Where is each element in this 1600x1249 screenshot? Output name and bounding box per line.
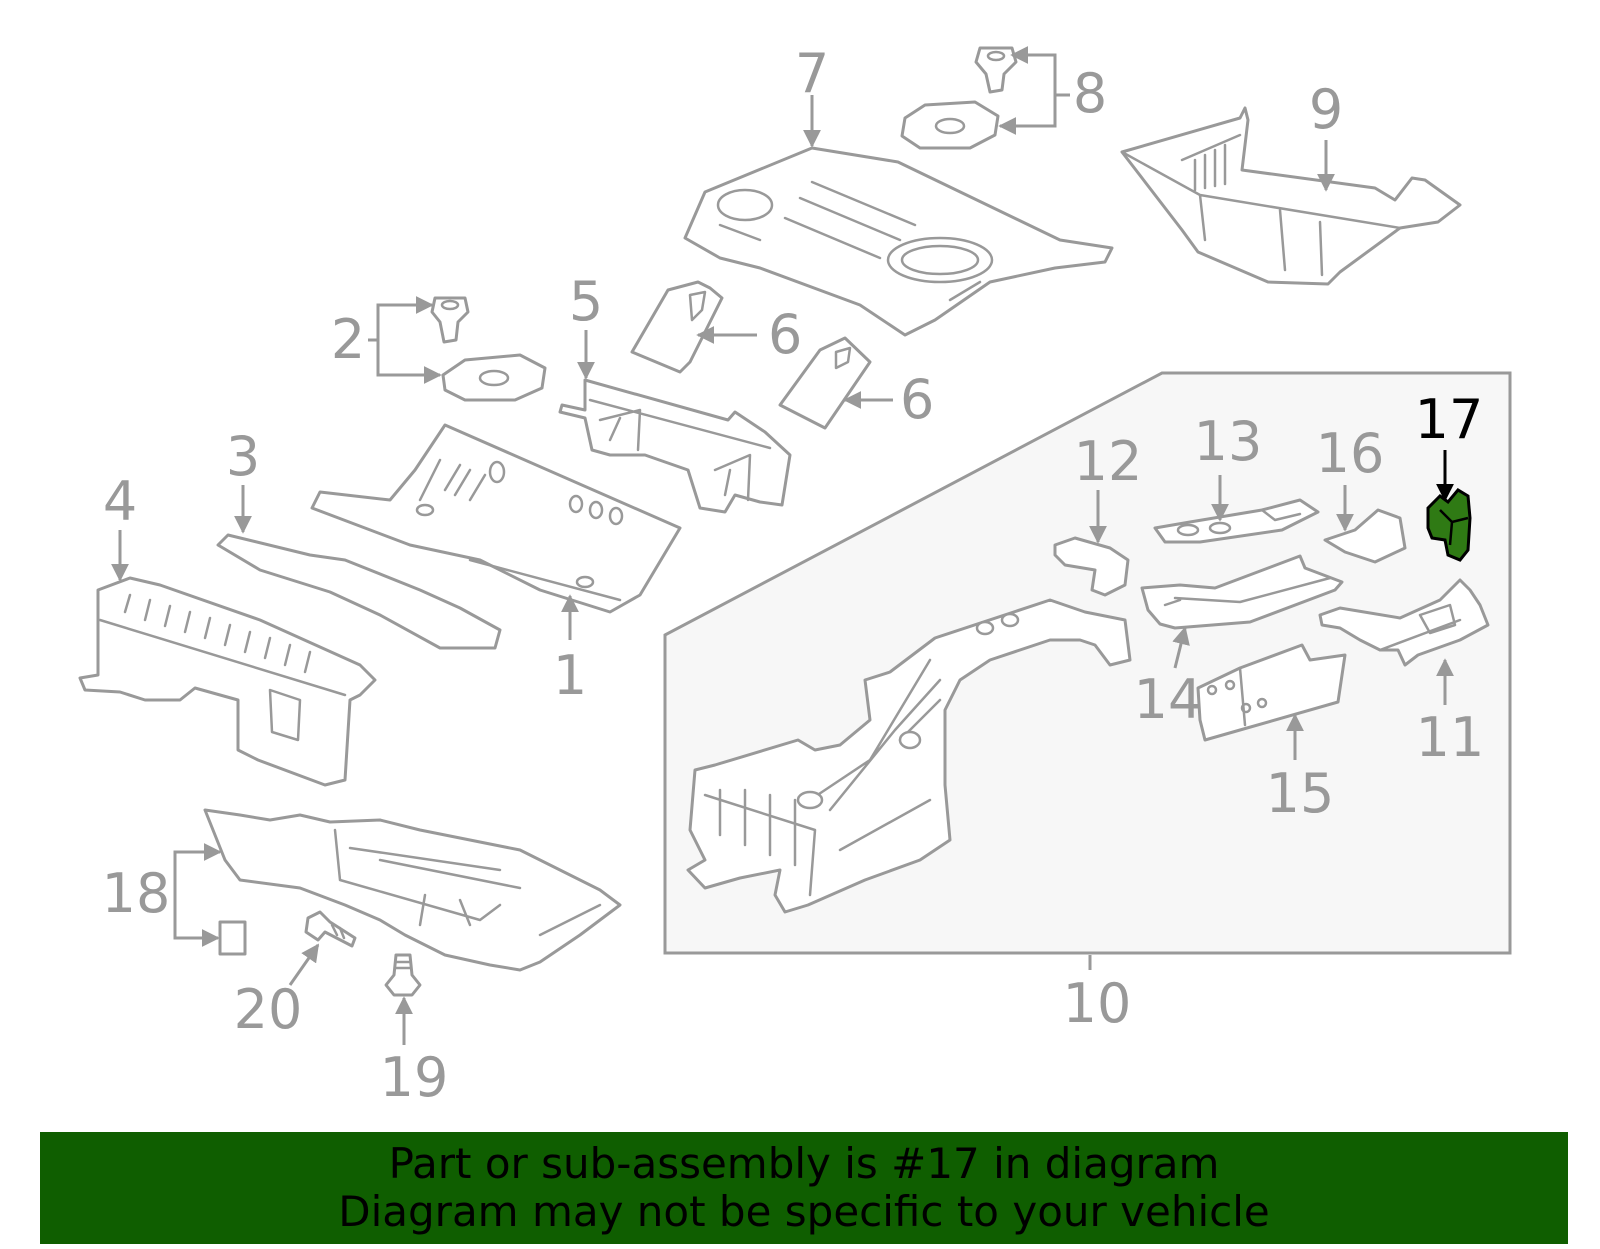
banner-line-part: Part or sub-assembly is #17 in diagram	[388, 1139, 1220, 1188]
part-14-rail[interactable]	[1140, 554, 1344, 630]
part-6-upper-bracket[interactable]	[630, 280, 724, 374]
part-3-reinforcement[interactable]	[216, 533, 502, 650]
info-banner: Part or sub-assembly is #17 in diagram D…	[40, 1132, 1568, 1244]
part-8-plug[interactable]	[900, 46, 1018, 150]
part-5-rail-bracket[interactable]	[558, 378, 792, 514]
callout-17: 17	[1415, 388, 1484, 451]
callout-4: 4	[103, 470, 137, 533]
part-20-bolt[interactable]	[304, 910, 357, 948]
callout-14: 14	[1134, 668, 1203, 731]
part-19-bolt[interactable]	[384, 953, 422, 997]
part-12-bracket[interactable]	[1053, 536, 1130, 597]
callout-20: 20	[234, 978, 303, 1041]
callout-13: 13	[1194, 410, 1263, 473]
callout-1: 1	[553, 644, 587, 707]
callout-16: 16	[1316, 422, 1385, 485]
part-13-plate[interactable]	[1153, 498, 1320, 544]
part-10-frame-rail-assembly[interactable]	[686, 598, 1132, 914]
part-18-clip[interactable]	[218, 920, 247, 956]
callout-19: 19	[380, 1046, 449, 1109]
leader-lines	[111, 46, 1454, 1045]
callout-18: 18	[102, 862, 171, 925]
part-15-panel[interactable]	[1196, 643, 1347, 742]
callout-9: 9	[1309, 78, 1343, 141]
callout-6-lower: 6	[900, 368, 934, 431]
part-2-plug[interactable]	[430, 296, 547, 402]
part-9-crossmember[interactable]	[1120, 106, 1462, 286]
part-16-bracket[interactable]	[1323, 508, 1407, 564]
callout-2: 2	[331, 308, 365, 371]
banner-line-disclaimer: Diagram may not be specific to your vehi…	[338, 1187, 1270, 1236]
callout-10: 10	[1063, 972, 1132, 1035]
callout-labels: 7 8 9 2 5 6 6 3 4 1 18 20 19 10 12 13 16…	[102, 42, 1485, 1109]
callout-7: 7	[795, 42, 829, 105]
callout-15: 15	[1266, 762, 1335, 825]
callout-11: 11	[1416, 706, 1485, 769]
callout-12: 12	[1074, 430, 1143, 493]
part-4-front-crossmember[interactable]	[78, 576, 377, 787]
part-1-floor-pan[interactable]	[310, 423, 682, 614]
callout-6-upper: 6	[768, 303, 802, 366]
part-18-rear-floor-tub[interactable]	[203, 808, 622, 972]
callout-5: 5	[569, 270, 603, 333]
callout-8: 8	[1073, 62, 1107, 125]
part-7-rear-floor-panel[interactable]	[683, 146, 1114, 337]
part-11-rail-extension[interactable]	[1318, 578, 1490, 667]
callout-3: 3	[226, 425, 260, 488]
part-17-bracket[interactable]	[1426, 488, 1472, 562]
